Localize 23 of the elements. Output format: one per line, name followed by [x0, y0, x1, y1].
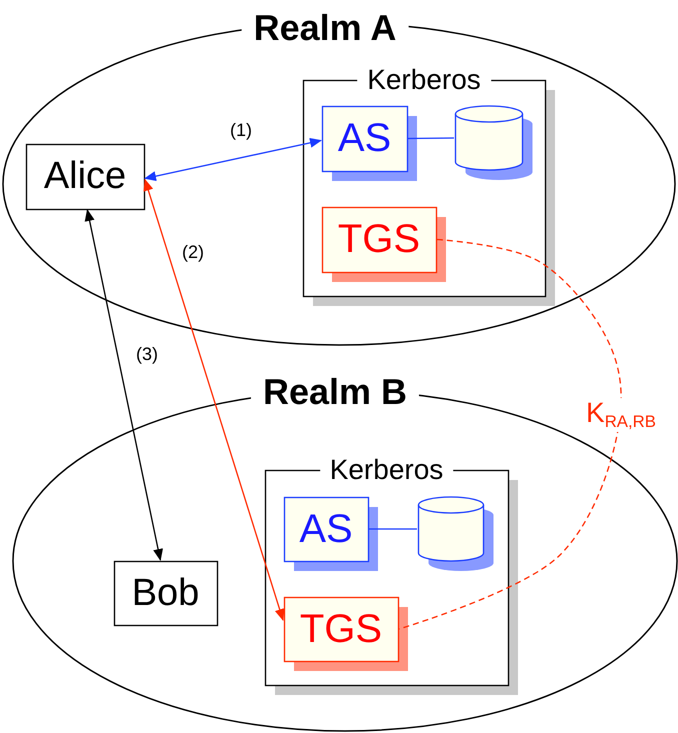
edge-label: (1) — [228, 120, 254, 140]
server-box — [322, 207, 447, 283]
connector-line — [408, 137, 454, 140]
database-cylinder — [455, 106, 534, 181]
server-box — [322, 106, 418, 182]
double-arrow — [144, 138, 322, 182]
database-cylinder — [418, 497, 495, 572]
edge-label: (3) — [134, 344, 160, 364]
box-label: TGS — [336, 216, 422, 263]
server-box — [284, 597, 409, 672]
edge-label: (2) — [180, 242, 206, 262]
person-box — [114, 561, 218, 626]
dashed-connector — [398, 238, 622, 630]
box-label: AS — [298, 506, 354, 552]
box-label: Alice — [42, 154, 128, 199]
server-box — [284, 497, 379, 572]
connector-line — [369, 528, 417, 530]
box-label: AS — [336, 115, 392, 162]
box-label: TGS — [298, 606, 384, 652]
double-arrow — [84, 209, 163, 561]
double-arrow — [144, 178, 284, 621]
person-box — [26, 144, 145, 210]
box-label: Bob — [130, 570, 200, 616]
